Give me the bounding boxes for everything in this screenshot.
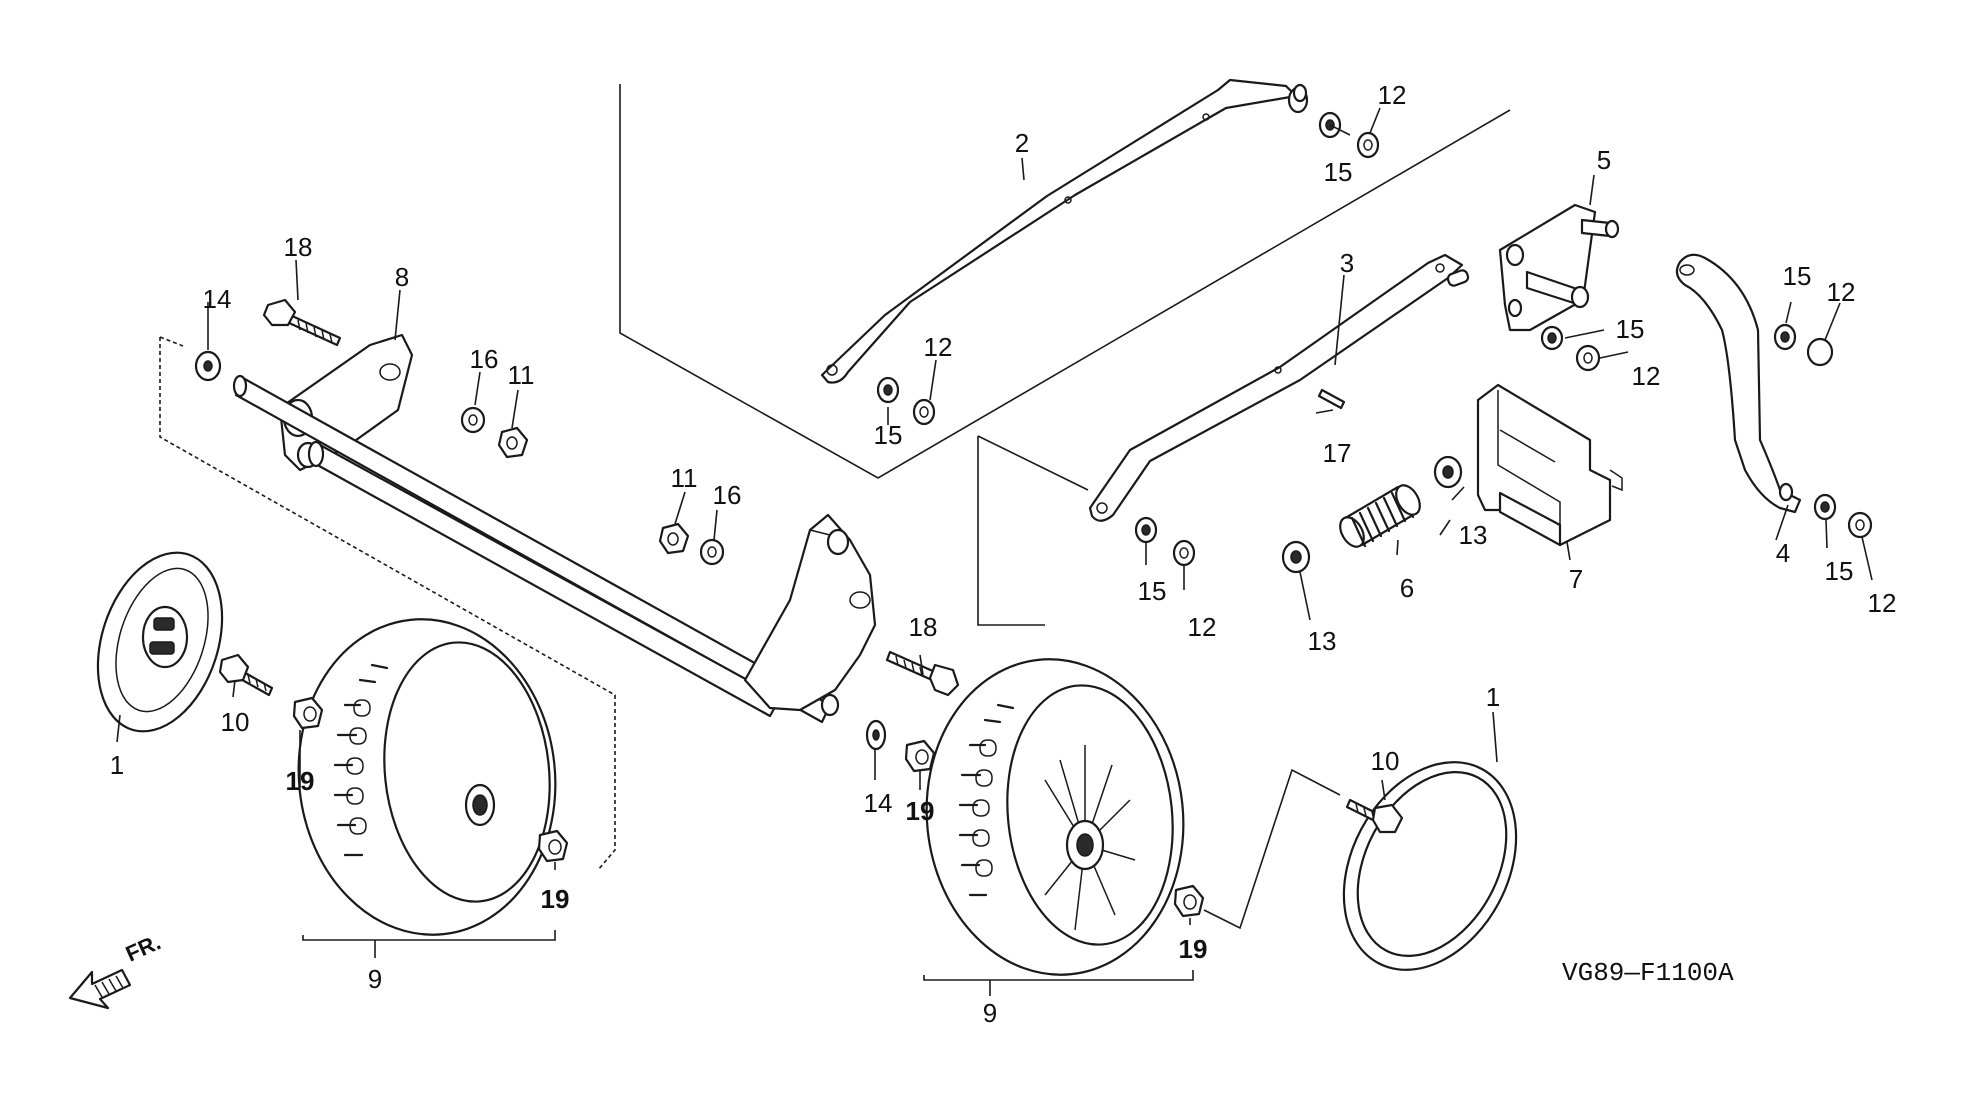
part-12-nut-1 — [1356, 131, 1380, 159]
part-10-bolt-right — [1345, 798, 1404, 834]
part-19-nut-2 — [537, 829, 569, 863]
callout-13: 13 — [1459, 520, 1488, 550]
callout-1: 1 — [1486, 682, 1500, 712]
part-12-nut-2 — [912, 398, 936, 426]
part-15-washer-5 — [1773, 323, 1797, 351]
part-13-washer-top — [1433, 455, 1463, 489]
callout-12: 12 — [1188, 612, 1217, 642]
part-13-washer-bottom — [1281, 540, 1311, 574]
part-11-nut-middle — [658, 522, 690, 555]
callout-5: 5 — [1597, 145, 1611, 175]
front-arrow-icon — [68, 968, 132, 1010]
callout-14: 14 — [203, 284, 232, 314]
part-18-bolt-top — [262, 298, 342, 347]
callout-11: 11 — [508, 360, 535, 390]
callout-19: 19 — [541, 884, 570, 914]
part-12-nut-3 — [1575, 344, 1601, 372]
axle-shaft — [232, 374, 832, 724]
part-1-hubcap-left — [96, 551, 224, 733]
part-2-rear-arm — [820, 78, 1309, 384]
callout-9: 9 — [983, 998, 997, 1028]
part-10-bolt-left — [218, 653, 274, 697]
nuts — [292, 131, 1873, 918]
part-3-rear-arm — [1088, 253, 1470, 522]
part-12-nut-4 — [1172, 539, 1196, 567]
diagram-code: VG89—F1100A — [1562, 958, 1734, 988]
callout-12: 12 — [1827, 277, 1856, 307]
callout-15: 15 — [1138, 576, 1167, 606]
callout-17: 17 — [1323, 438, 1352, 468]
callout-2: 2 — [1015, 128, 1029, 158]
callout-15: 15 — [1324, 157, 1353, 187]
part-16-washer-middle — [699, 538, 725, 566]
axle-bracket-right — [743, 513, 877, 717]
part-9-wheel-left — [297, 618, 557, 936]
callout-9: 9 — [368, 964, 382, 994]
front-label: FR. — [122, 929, 165, 966]
part-15-washer-3 — [1540, 325, 1564, 351]
part-19-nut-3 — [904, 739, 936, 773]
leader-lines — [116, 107, 1873, 996]
part-6-spring — [1339, 484, 1421, 548]
callout-19: 19 — [906, 796, 935, 826]
part-15-washer-2 — [876, 376, 900, 404]
callout-6: 6 — [1400, 573, 1414, 603]
callout-15: 15 — [1783, 261, 1812, 291]
callout-3: 3 — [1340, 248, 1354, 278]
callout-12: 12 — [1868, 588, 1897, 618]
part-1-hubcap-right — [1342, 761, 1518, 971]
callout-8: 8 — [395, 262, 409, 292]
part-15-washer-6 — [1813, 493, 1837, 521]
part-14-washer-bottom — [865, 719, 887, 751]
part-17-pin — [1317, 388, 1346, 410]
callout-18: 18 — [909, 612, 938, 642]
bolts — [218, 298, 1404, 834]
callout-15: 15 — [1616, 314, 1645, 344]
callout-7: 7 — [1569, 564, 1583, 594]
part-15-washer-4 — [1134, 516, 1158, 544]
part-19-nut-1 — [292, 696, 324, 730]
part-12-nut-6 — [1847, 511, 1873, 539]
callout-16: 16 — [713, 480, 742, 510]
part-16-washer-top — [460, 406, 486, 434]
callout-10: 10 — [221, 707, 250, 737]
callout-12: 12 — [924, 332, 953, 362]
front-direction-indicator: FR. — [68, 929, 165, 1010]
part-12-cap — [1806, 337, 1834, 367]
callout-13: 13 — [1308, 626, 1337, 656]
callout-19: 19 — [286, 766, 315, 796]
callout-1: 1 — [110, 750, 124, 780]
callout-10: 10 — [1371, 746, 1400, 776]
part-9-wheel-right — [925, 658, 1185, 976]
callout-16: 16 — [470, 344, 499, 374]
callout-15: 15 — [874, 420, 903, 450]
callout-4: 4 — [1776, 538, 1790, 568]
part-7-lever-guide — [1476, 383, 1623, 547]
callout-11: 11 — [671, 463, 698, 493]
part-14-washer-top — [194, 350, 222, 382]
part-19-nut-4 — [1173, 884, 1205, 918]
callout-18: 18 — [284, 232, 313, 262]
callout-15: 15 — [1825, 556, 1854, 586]
callout-12: 12 — [1632, 361, 1661, 391]
callout-12: 12 — [1378, 80, 1407, 110]
part-11-nut-top — [497, 426, 529, 459]
part-5-adjuster-bracket — [1498, 203, 1620, 332]
part-4-adjuster-lever — [1675, 253, 1802, 514]
callout-19: 19 — [1179, 934, 1208, 964]
callouts: 2 12 15 5 3 18 8 14 16 11 11 16 12 15 15… — [110, 80, 1897, 1028]
callout-14: 14 — [864, 788, 893, 818]
assembly-frame-lines — [159, 84, 1511, 871]
